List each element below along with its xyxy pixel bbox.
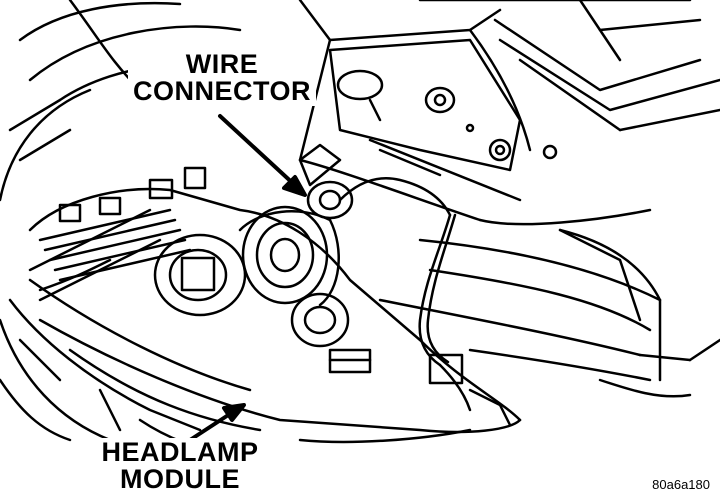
wire-connector-leader [218,114,300,190]
wire-connector-label-line2: CONNECTOR [132,76,311,106]
headlamp-module-label-line2: MODULE [120,464,240,494]
bulb-socket [153,205,372,374]
fender-structure [0,0,720,226]
headlamp-module-label-line1: HEADLAMP [101,437,259,467]
bumper-fascia [0,98,720,442]
leader-arrows [188,114,307,442]
wire-connector-label: WIRE CONNECTOR [128,50,316,106]
figure-code: 80a6a180 [652,477,710,492]
wire-harness [298,143,512,427]
mounting-bracket [328,38,558,177]
wire-connector-label-line1: WIRE [185,49,259,79]
headlamp-module-label: HEADLAMP MODULE [92,438,268,494]
grille-bars [378,228,692,398]
wire-connector-arrowhead [282,175,307,197]
headlamp-module-arrowhead [222,403,246,422]
